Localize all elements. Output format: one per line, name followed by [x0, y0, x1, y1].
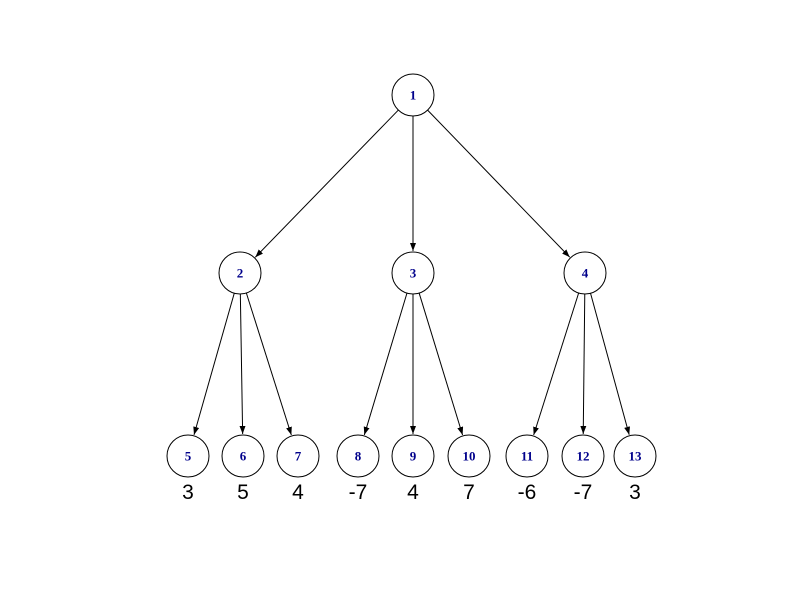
node-label-8: 8 — [355, 449, 362, 464]
edge-4-13 — [590, 293, 630, 435]
node-label-5: 5 — [185, 449, 192, 464]
node-11: 11 — [505, 434, 549, 478]
node-circle-3 — [391, 251, 435, 295]
node-circle-6 — [221, 434, 265, 478]
leaf-values-layer: 3 5 4 -7 4 7 -6 -7 3 — [182, 481, 641, 504]
node-circle-11 — [505, 434, 549, 478]
node-6: 6 — [221, 434, 265, 478]
leaf-value-13: 3 — [629, 481, 641, 504]
node-3: 3 — [391, 251, 435, 295]
edge-2-5 — [193, 293, 235, 435]
node-12: 12 — [561, 434, 605, 478]
node-circle-4 — [563, 251, 607, 295]
node-label-3: 3 — [410, 266, 417, 281]
edge-4-11 — [533, 292, 580, 436]
leaf-value-6: 5 — [237, 481, 249, 504]
node-label-13: 13 — [629, 449, 643, 464]
node-label-11: 11 — [521, 449, 533, 464]
node-9: 9 — [391, 434, 435, 478]
edge-3-8 — [363, 292, 408, 436]
node-label-1: 1 — [410, 88, 417, 103]
node-4: 4 — [563, 251, 607, 295]
node-label-12: 12 — [577, 449, 590, 464]
node-label-2: 2 — [237, 266, 244, 281]
node-label-4: 4 — [582, 266, 589, 281]
node-13: 13 — [613, 434, 657, 478]
leaf-value-12: -7 — [574, 481, 593, 504]
leaf-value-9: 4 — [407, 481, 419, 504]
node-1: 1 — [391, 73, 435, 117]
node-circle-1 — [391, 73, 435, 117]
node-10: 10 — [447, 434, 491, 478]
node-label-9: 9 — [410, 449, 417, 464]
edge-4-12 — [580, 293, 587, 435]
node-circle-10 — [447, 434, 491, 478]
leaf-value-10: 7 — [463, 481, 475, 504]
node-label-7: 7 — [295, 449, 302, 464]
node-circle-2 — [218, 251, 262, 295]
node-circle-7 — [276, 434, 320, 478]
node-5: 5 — [166, 434, 210, 478]
leaf-value-11: -6 — [518, 481, 537, 504]
node-circle-12 — [561, 434, 605, 478]
edge-2-7 — [245, 292, 292, 436]
edge-2-6 — [239, 293, 246, 435]
node-circle-5 — [166, 434, 210, 478]
node-circle-9 — [391, 434, 435, 478]
node-2: 2 — [218, 251, 262, 295]
node-circle-8 — [336, 434, 380, 478]
node-label-10: 10 — [463, 449, 476, 464]
edge-1-2 — [254, 109, 399, 258]
node-circle-13 — [613, 434, 657, 478]
edges-layer — [193, 109, 630, 436]
node-8: 8 — [336, 434, 380, 478]
node-7: 7 — [276, 434, 320, 478]
edge-3-10 — [418, 292, 464, 436]
node-label-6: 6 — [240, 449, 247, 464]
leaf-value-7: 4 — [292, 481, 304, 504]
leaf-value-8: -7 — [349, 481, 368, 504]
leaf-value-5: 3 — [182, 481, 194, 504]
edge-1-4 — [427, 109, 571, 258]
